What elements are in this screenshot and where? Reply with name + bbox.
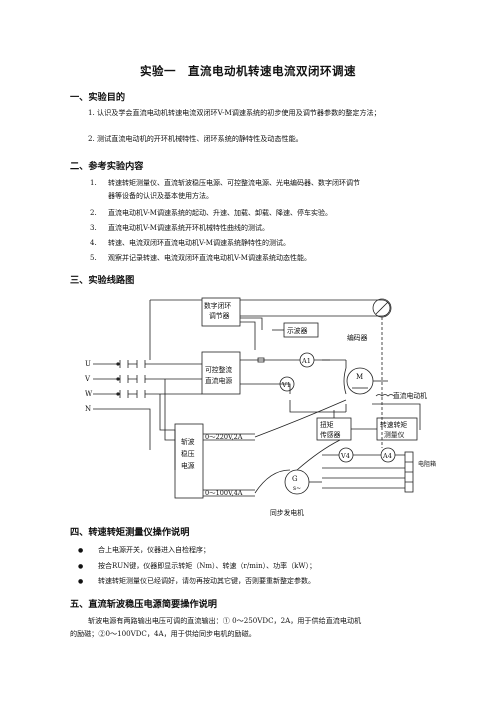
item-text-continued: 器等设备的认识及基本使用方法。 — [108, 192, 213, 200]
chopper-label: 斩波 — [181, 437, 195, 446]
dc-motor-label: 直流电动机 — [393, 391, 427, 400]
speed-torque-meter-label: 转速转矩 — [380, 420, 407, 429]
chopper-label-line2: 稳压 — [181, 449, 195, 458]
oscilloscope-label: 示波器 — [287, 326, 308, 335]
content-item-5: 5. 观察并记录转速、电流双闭环直流电动机V-M调速系统动态性能。 — [90, 252, 434, 265]
item-text: 认识及学会直流电动机转速电流双闭环V-M调速系统的初步使用及调节器参数的整定方法… — [97, 108, 381, 117]
item-text: 直流电动机V-M调速系统开环机械特性曲线的测试。 — [108, 224, 269, 232]
content-item-4: 4. 转速、电流双闭环直流电动机V-M调速系统静特性的测试。 — [90, 237, 434, 250]
rectifier-label: 可控整流 — [205, 365, 232, 374]
bullet-dot: ● — [78, 578, 84, 585]
section-heading-circuit: 三、实验线路图 — [70, 275, 135, 286]
torque-sensor-label: 扭矩 — [320, 420, 334, 429]
chopper-paragraph: 斩波电源有两路输出电压可调的直流输出：① 0～250VDC，2A，用于供给直流电… — [70, 614, 432, 640]
item-text: 转速、电流双闭环直流电动机V-M调速系统静特性的测试。 — [108, 239, 290, 247]
item-number: 5. — [90, 254, 97, 262]
item-text: 转速转矩测量仪、直流斩波稳压电源、可控整流电源、光电编码器、数字闭环调节 — [108, 179, 360, 187]
paragraph-line-2: 的励磁；②0～100VDC，4A，用于供给同步电机的励磁。 — [70, 629, 256, 638]
phase-label-v: V — [84, 375, 91, 383]
voltmeter-v4-label: V4 — [340, 452, 350, 460]
controller-label-line2: 调节器 — [209, 311, 230, 320]
item-text: 测试直流电动机的开环机械特性、闭环系统的静特性及动态性能。 — [97, 134, 303, 143]
bullet-dot: ● — [78, 547, 84, 554]
paragraph-line-1: 斩波电源有两路输出电压可调的直流输出：① 0～250VDC，2A，用于供给直流电… — [88, 616, 362, 625]
section-heading-contents: 二、参考实验内容 — [70, 161, 144, 172]
item-number: 4. — [90, 239, 97, 247]
meter-bullet-1: ● 合上电源开关，仪器进入自检程序； — [78, 544, 434, 557]
output-1-label: 0～220V,2A — [205, 433, 243, 441]
phase-lines: U V W N — [84, 299, 202, 470]
voltmeter-v1-label: V1 — [281, 381, 291, 389]
objective-item-1: 1. 认识及学会直流电动机转速电流双闭环V-M调速系统的初步使用及调节器参数的整… — [70, 106, 432, 119]
item-text: 观察并记录转速、电流双闭环直流电动机V-M调速系统动态性能。 — [108, 254, 311, 262]
objective-item-2: 2. 测试直流电动机的开环机械特性、闭环系统的静特性及动态性能。 — [70, 132, 432, 145]
ammeter-a4-label: A4 — [382, 452, 392, 460]
section-heading-objectives: 一、实验目的 — [70, 92, 126, 103]
ammeter-a1-label: A1 — [301, 357, 311, 365]
section-heading-chopper: 五、直流斩波稳压电源简要操作说明 — [70, 599, 217, 610]
controller-label: 数字闭环 — [204, 301, 231, 310]
rectifier-label-line2: 直流电源 — [205, 376, 232, 385]
item-number: 2. — [90, 209, 97, 217]
generator-symbol: G — [292, 475, 298, 483]
item-text: 直流电动机V-M调速系统的起动、升速、加载、卸载、降速、停车实验。 — [108, 209, 332, 217]
motor-label: M — [356, 373, 363, 381]
generator-phase-mark: s~ — [293, 485, 301, 492]
load-box-label: 电阻箱 — [418, 460, 436, 468]
bullet-text: 转速转矩测量仪已经调好，请勿再按动其它键，否则要重新整定参数。 — [98, 577, 315, 585]
item-number: 2. — [88, 134, 95, 143]
rectifier-block — [201, 351, 241, 395]
torque-sensor-label-line2: 传感器 — [320, 430, 341, 439]
bullet-dot: ● — [78, 563, 84, 570]
bullet-text: 合上电源开关，仪器进入自检程序； — [98, 546, 210, 554]
controller-block: 数字闭环 调节器 — [201, 297, 391, 350]
item-number: 1. — [90, 179, 97, 187]
content-item-1: 1. 转速转矩测量仪、直流斩波稳压电源、可控整流电源、光电编码器、数字闭环调节 器… — [90, 177, 434, 203]
chopper-label-line3: 电源 — [181, 461, 195, 470]
phase-label-u: U — [85, 360, 91, 368]
encoder-label: 编码器 — [347, 333, 368, 342]
bullet-text: 按合RUN键，仪器即显示转矩（Nm）、转速（r/min）、功率（kW）； — [98, 562, 317, 570]
chopper-block — [174, 423, 204, 499]
page-title: 实验一 直流电动机转速电流双闭环调速 — [140, 64, 356, 78]
phase-label-n: N — [85, 405, 91, 413]
ammeter-a1 — [299, 352, 315, 368]
generator-label: 同步发电机 — [270, 508, 304, 517]
meter-bullet-2: ● 按合RUN键，仪器即显示转矩（Nm）、转速（r/min）、功率（kW）； — [78, 560, 434, 573]
output-2-label: 0～100V,4A — [205, 489, 243, 497]
voltmeter-v1 — [279, 376, 295, 392]
item-number: 1. — [88, 108, 95, 117]
meter-bullet-3: ● 转速转矩测量仪已经调好，请勿再按动其它键，否则要重新整定参数。 — [78, 575, 434, 588]
speed-torque-meter-label-line2: 测量仪 — [384, 431, 405, 439]
section-heading-meter: 四、转速转矩测量仪操作说明 — [70, 527, 190, 538]
content-item-3: 3. 直流电动机V-M调速系统开环机械特性曲线的测试。 — [90, 222, 434, 235]
dc-motor-icon — [346, 367, 374, 395]
content-item-2: 2. 直流电动机V-M调速系统的起动、升速、加载、卸载、降速、停车实验。 — [90, 207, 434, 220]
item-number: 3. — [90, 224, 97, 232]
phase-label-w: W — [85, 390, 93, 398]
